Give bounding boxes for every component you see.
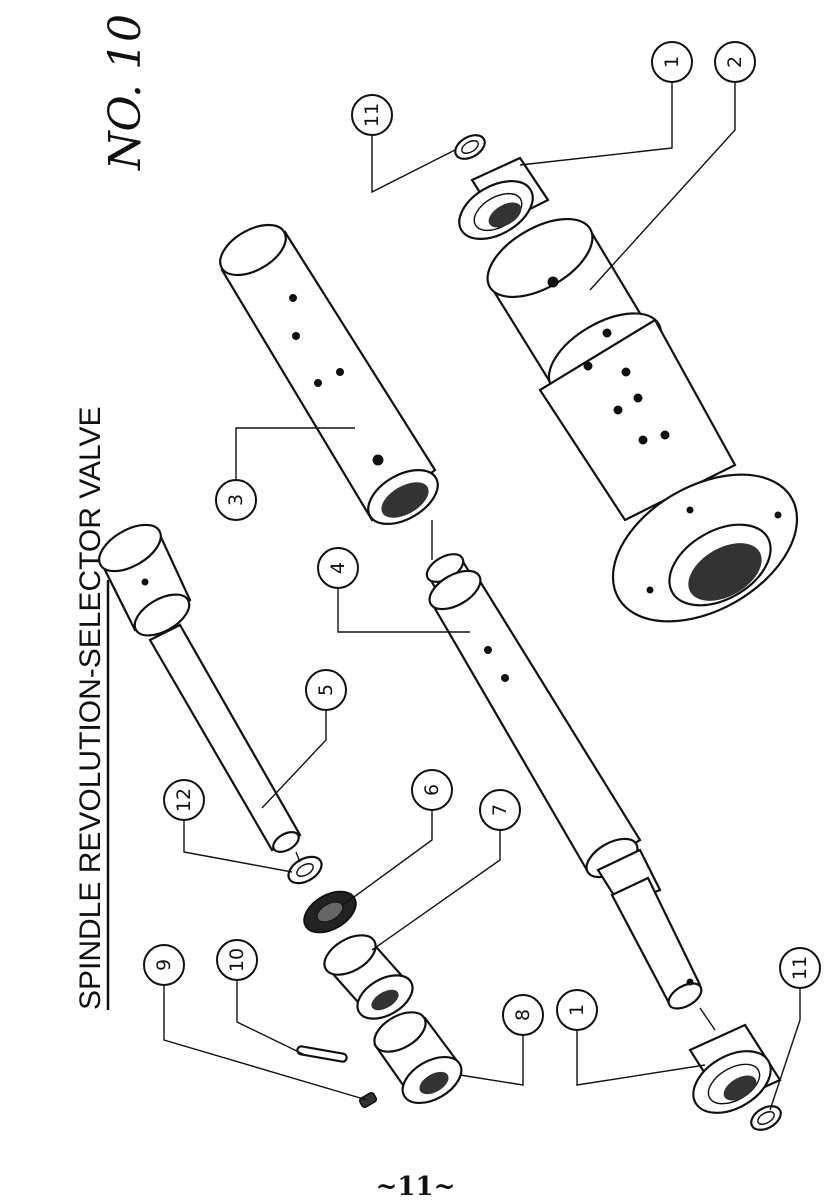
callout-4: 4: [317, 547, 359, 589]
drawing-number: NO. 10: [100, 14, 151, 171]
callout-label: 2: [724, 56, 746, 68]
part-pin: [296, 1045, 348, 1063]
diagram-title: SPINDLE REVOLUTION-SELECTOR VALVE: [74, 406, 107, 1010]
callout-label: 3: [225, 494, 247, 506]
diagram-title-group: SPINDLE REVOLUTION-SELECTOR VALVE: [74, 406, 110, 1010]
callout-label: 8: [512, 1009, 534, 1021]
callout-label: 7: [489, 804, 511, 816]
part-snap-ring-bottom: [750, 1105, 782, 1131]
callout-3: 3: [215, 479, 257, 521]
part-coupling: [373, 1011, 463, 1105]
part-housing: [486, 217, 799, 623]
part-bearing-bottom: [688, 1023, 782, 1114]
callout-11-bottom: 11: [779, 947, 821, 989]
part-washer: [287, 855, 323, 885]
callout-7: 7: [479, 789, 521, 831]
callout-6: 6: [411, 769, 453, 811]
callout-5: 5: [305, 669, 347, 711]
callout-label: 1: [661, 56, 683, 68]
callout-label: 9: [153, 959, 175, 971]
callout-11-top: 11: [351, 94, 393, 136]
callout-label: 10: [226, 948, 248, 972]
callout-label: 6: [421, 784, 443, 796]
callout-1-top: 1: [651, 41, 693, 83]
callout-label: 11: [361, 103, 383, 127]
part-snap-ring-top: [454, 134, 486, 160]
part-bearing-top: [458, 156, 550, 240]
callout-8: 8: [502, 994, 544, 1036]
callout-label: 12: [173, 788, 195, 812]
callout-label: 5: [315, 684, 337, 696]
part-collar: [323, 934, 414, 1020]
callout-2: 2: [714, 41, 756, 83]
callout-label: 11: [789, 956, 811, 980]
callout-label: 4: [327, 562, 349, 574]
page-number: ~11~: [375, 1172, 456, 1202]
part-sleeve: [219, 223, 439, 526]
callout-12: 12: [163, 779, 205, 821]
callout-10: 10: [216, 939, 258, 981]
callout-1-bottom: 1: [556, 989, 598, 1031]
part-rod: [98, 523, 302, 853]
callout-label: 1: [566, 1004, 588, 1016]
callout-9: 9: [143, 944, 185, 986]
part-set-screw: [358, 1092, 378, 1108]
part-seal: [303, 890, 357, 934]
part-spool-shaft: [425, 553, 703, 1010]
